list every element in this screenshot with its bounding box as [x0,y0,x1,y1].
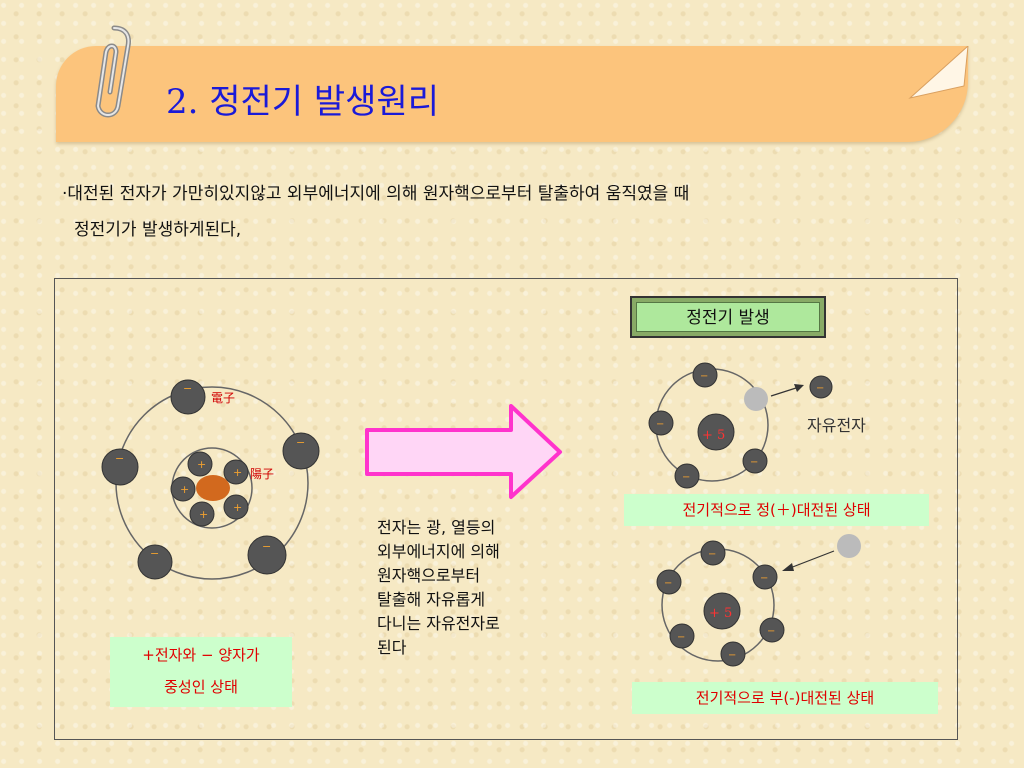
svg-text:+: + [233,466,242,479]
negative-nucleus-label: + 5 [709,606,732,621]
paperclip-icon [95,25,131,118]
svg-text:−: − [296,436,305,449]
positive-state-caption: 전기적으로 정(＋)대전된 상태 [624,494,929,526]
svg-text:−: − [708,549,716,560]
neutral-caption-line-2: 중성인 상태 [164,678,238,696]
neutral-state-caption: +전자와 − 양자가 중성인 상태 [110,637,292,707]
electron [247,535,287,575]
electron [700,540,726,566]
nucleus [703,592,741,630]
svg-text:+: + [180,483,189,496]
proton [189,501,215,527]
proton [223,459,249,485]
svg-text:−: − [816,383,824,394]
proton [170,476,196,502]
electron [656,569,682,595]
electron [759,617,785,643]
positive-nucleus-label: + 5 [702,428,725,443]
svg-text:−: − [664,578,672,589]
electron [282,432,320,470]
negative-atom: − − − − − − [656,534,861,667]
electron-label: 電子 [211,391,236,405]
nucleus [697,413,735,451]
svg-text:−: − [183,382,192,395]
free-electron-label: 자유전자 [807,416,866,435]
title-banner [56,46,968,142]
svg-text:−: − [656,419,664,430]
electron [137,544,173,580]
electron [669,623,695,649]
page-title: 2. 정전기 발생원리 [166,82,440,122]
electron [742,448,768,474]
neutral-caption-line-1: +전자와 − 양자가 [142,646,260,664]
neutral-atom: − − − − − + + + + + [101,379,320,580]
positive-atom: − − − − − [648,362,833,489]
explanation-line: 탈출해 자유롭게 [377,590,486,609]
proton [223,494,249,520]
svg-text:+: + [199,508,208,521]
svg-text:−: − [760,573,768,584]
nucleus [196,475,230,501]
electron [752,564,778,590]
description-line-1: ·대전된 전자가 가만히있지않고 외부에너지에 의해 원자핵으로부터 탈출하여 … [62,184,690,204]
svg-text:−: − [150,547,159,560]
electron [648,410,674,436]
proton [187,451,213,477]
description-line-2: 정전기가 발생하게된다, [74,220,242,240]
svg-text:−: − [262,540,271,553]
incoming-electron [837,534,861,558]
static-generation-heading-box: 정전기 발생 [630,296,826,338]
electron [101,448,139,486]
svg-text:+: + [197,458,206,471]
transition-arrow [365,404,562,499]
svg-text:+: + [233,501,242,514]
electron [692,362,718,388]
explanation-line: 원자핵으로부터 [377,566,481,585]
escaping-electron [744,387,768,411]
svg-text:−: − [677,632,685,643]
electron [674,463,700,489]
svg-text:−: − [682,472,690,483]
negative-state-caption: 전기적으로 부(-)대전된 상태 [632,682,938,714]
page-fold-decoration [908,46,969,99]
svg-text:−: − [750,457,758,468]
diagram-frame [54,278,958,740]
svg-text:−: − [728,650,736,661]
svg-text:−: − [115,452,124,465]
explanation-line: 외부에너지에 의해 [377,542,500,561]
explanation-text: 전자는 광, 열등의 외부에너지에 의해 원자핵으로부터 탈출해 자유롭게 다니… [377,516,500,660]
explanation-line: 된다 [377,638,407,657]
static-generation-heading: 정전기 발생 [636,302,820,332]
svg-text:−: − [767,626,775,637]
description: ·대전된 전자가 가만히있지않고 외부에너지에 의해 원자핵으로부터 탈출하여 … [62,176,689,248]
explanation-line: 다니는 자유전자로 [377,614,500,633]
proton-label: 陽子 [250,467,275,481]
svg-text:−: − [700,371,708,382]
electron [170,379,206,415]
explanation-line: 전자는 광, 열등의 [377,518,496,537]
free-electron [809,375,833,399]
electron [720,641,746,667]
